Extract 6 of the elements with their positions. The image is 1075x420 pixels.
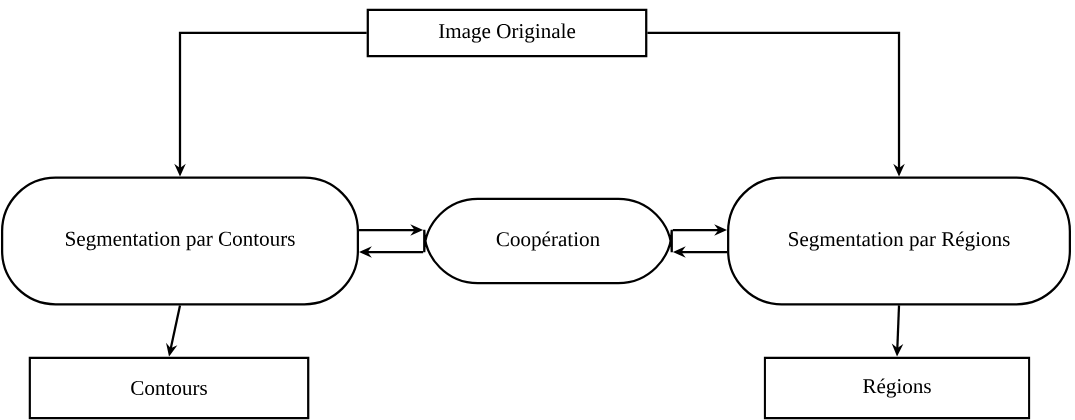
process-box: Contours xyxy=(28,356,310,420)
process-box: Segmentation par Contours xyxy=(1,176,359,306)
process-box: Image Originale xyxy=(366,8,648,58)
process-box: Régions xyxy=(763,356,1031,420)
process-box: Coopération xyxy=(423,197,673,285)
process-box: Segmentation par Régions xyxy=(727,176,1071,306)
